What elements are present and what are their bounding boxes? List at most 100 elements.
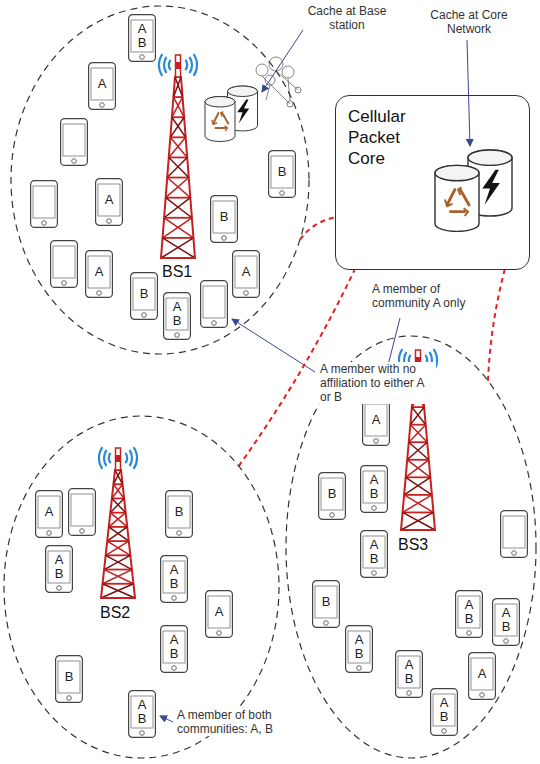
packet-core-box: Cellular Packet Core bbox=[335, 95, 530, 270]
mast-bar bbox=[403, 512, 434, 514]
mast bbox=[101, 470, 135, 598]
phone-body bbox=[396, 651, 423, 698]
mast-brace bbox=[166, 178, 189, 198]
mast-brace bbox=[409, 442, 429, 460]
mast-bar bbox=[163, 237, 194, 239]
mast-brace bbox=[172, 97, 183, 117]
member-phone: B bbox=[268, 150, 296, 198]
member-phone: A bbox=[362, 398, 390, 446]
phone-screen bbox=[131, 20, 153, 52]
member-phone: B bbox=[210, 195, 238, 243]
mast-bar bbox=[107, 540, 129, 542]
base-station-name: BS1 bbox=[162, 262, 192, 281]
member-phone: B bbox=[165, 490, 193, 538]
mast-brace bbox=[169, 157, 189, 177]
phone-body bbox=[363, 399, 390, 446]
phone-button bbox=[372, 571, 377, 576]
phone-body bbox=[346, 626, 373, 673]
phone-button bbox=[374, 439, 379, 444]
phone-screen bbox=[71, 494, 93, 526]
radio-wave bbox=[185, 60, 187, 70]
base-station-cache bbox=[205, 86, 258, 142]
radio-wave bbox=[134, 447, 137, 469]
phone-screen-text: B bbox=[213, 201, 235, 233]
radio-wave bbox=[169, 60, 171, 70]
callout-note: A member with no affiliation to either A… bbox=[318, 362, 436, 404]
mast-bar bbox=[412, 406, 424, 408]
member-phone: B bbox=[318, 472, 346, 520]
mast-brace bbox=[164, 198, 190, 218]
phone-button bbox=[97, 291, 102, 296]
phone-screen bbox=[363, 471, 385, 503]
member-phone: B bbox=[55, 655, 83, 703]
community-letter: A bbox=[476, 667, 488, 681]
phone-screen bbox=[503, 516, 525, 548]
phone-screen-text: A B bbox=[398, 656, 420, 688]
phone-button bbox=[512, 551, 517, 556]
mast-brace bbox=[175, 77, 183, 97]
mast-brace bbox=[172, 117, 186, 137]
phone-screen-text: A bbox=[208, 596, 230, 628]
mast-brace bbox=[403, 495, 432, 513]
phone-screen bbox=[168, 496, 190, 528]
phone-body bbox=[69, 489, 96, 536]
radio-wave bbox=[130, 450, 133, 466]
unaffiliated-phone bbox=[51, 241, 78, 288]
mast-bar bbox=[166, 197, 191, 199]
mast-brace bbox=[404, 495, 433, 513]
member-phone: A B bbox=[360, 530, 388, 578]
phone-body bbox=[89, 63, 116, 110]
mast-brace bbox=[404, 477, 430, 495]
phone-screen bbox=[363, 536, 385, 568]
phone-body bbox=[46, 546, 73, 593]
cell-boundary bbox=[11, 6, 309, 354]
mast-bar bbox=[101, 597, 135, 599]
core-cache bbox=[435, 150, 512, 231]
mast-brace bbox=[163, 238, 195, 258]
phone-button bbox=[212, 321, 217, 326]
community-letter: B bbox=[326, 487, 338, 501]
mast-brace bbox=[410, 425, 427, 443]
phone-screen-text: B bbox=[133, 278, 155, 310]
phone-button bbox=[140, 55, 145, 60]
phone-body bbox=[56, 656, 83, 703]
radio-wave bbox=[164, 57, 167, 73]
phone-screen bbox=[321, 478, 343, 510]
phone-body bbox=[361, 531, 388, 578]
phone-screen bbox=[203, 286, 225, 318]
phone-button bbox=[244, 291, 249, 296]
mast-bar bbox=[410, 424, 425, 426]
phone-button bbox=[280, 191, 285, 196]
phone-button bbox=[140, 731, 145, 736]
phone-screen-text: A B bbox=[363, 536, 385, 568]
community-letter: A B bbox=[368, 538, 380, 566]
phone-screen-text: B bbox=[168, 496, 190, 528]
phone-button bbox=[480, 693, 485, 698]
mast-bar bbox=[104, 569, 132, 571]
mast-brace bbox=[170, 117, 184, 137]
unaffiliated-phone bbox=[69, 489, 96, 536]
phone-body bbox=[361, 466, 388, 513]
phone-screen-text: A B bbox=[458, 596, 480, 628]
antenna-band bbox=[176, 62, 181, 69]
mast-bar bbox=[170, 136, 185, 138]
mast-bar bbox=[167, 177, 189, 179]
leader-lines bbox=[160, 30, 470, 722]
mast-brace bbox=[112, 498, 126, 512]
mast-brace bbox=[115, 470, 123, 484]
phone-screen bbox=[365, 404, 387, 436]
community-letter: A B bbox=[136, 698, 148, 726]
phone-screen bbox=[133, 278, 155, 310]
member-phone: A bbox=[85, 250, 113, 298]
core-title: Cellular Packet Core bbox=[348, 106, 433, 169]
phone-screen bbox=[38, 496, 60, 528]
phone-body bbox=[431, 689, 458, 736]
phone-body bbox=[201, 281, 228, 328]
mast-brace bbox=[169, 137, 186, 157]
phone-body bbox=[319, 473, 346, 520]
mast-brace bbox=[101, 584, 133, 598]
mast-brace bbox=[407, 460, 430, 478]
phone-screen-text: A B bbox=[495, 604, 517, 636]
phone-screen-text: A B bbox=[48, 551, 70, 583]
phone-screen-text: A bbox=[98, 184, 120, 216]
